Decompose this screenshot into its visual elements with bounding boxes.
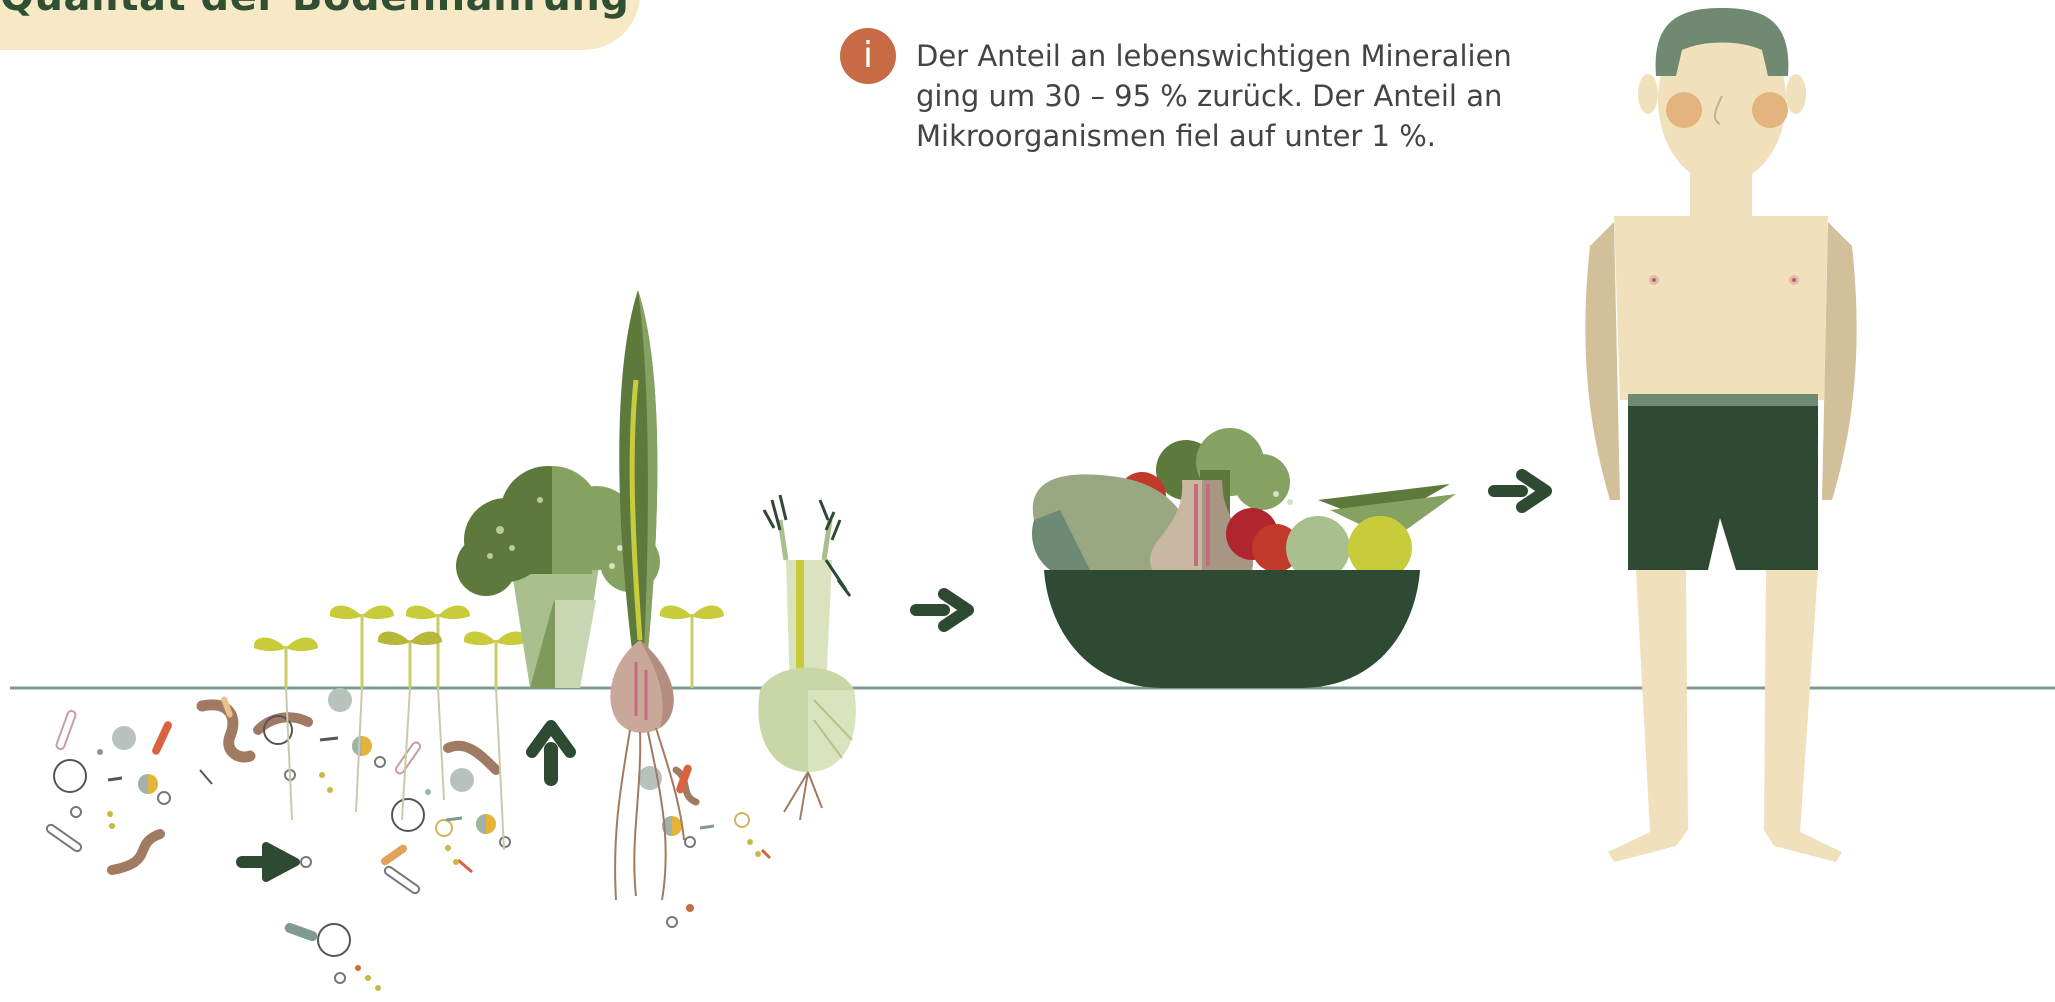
mineral-dot-icon bbox=[107, 811, 113, 817]
mineral-dot-icon bbox=[112, 726, 136, 750]
bacteria-icon bbox=[383, 865, 420, 894]
mineral-dot-icon bbox=[327, 787, 333, 793]
bacteria-icon bbox=[45, 823, 82, 852]
microbe-icon bbox=[158, 792, 170, 804]
human-figure-icon bbox=[1585, 8, 1856, 862]
mineral-dot-icon bbox=[138, 774, 158, 794]
microbe-icon bbox=[685, 837, 695, 847]
bacteria-icon bbox=[458, 860, 472, 872]
arrow-right-icon bbox=[1488, 475, 1546, 507]
seedling-icon bbox=[378, 631, 442, 820]
bacteria-icon bbox=[320, 738, 338, 740]
mineral-dot-icon bbox=[355, 965, 361, 971]
vegetable-bowl-icon bbox=[1032, 428, 1456, 688]
mineral-dot-icon bbox=[97, 749, 103, 755]
seedling-icon bbox=[464, 631, 528, 850]
microbe-icon bbox=[375, 757, 385, 767]
bacteria-icon bbox=[446, 818, 462, 820]
mineral-dot-icon bbox=[109, 823, 115, 829]
microbe-icon bbox=[318, 924, 350, 956]
fennel-icon bbox=[758, 495, 855, 820]
microbe-icon bbox=[301, 857, 311, 867]
microbe-icon bbox=[735, 813, 749, 827]
mineral-dot-icon bbox=[445, 845, 451, 851]
mineral-dot-icon bbox=[755, 851, 761, 857]
mineral-dot-icon bbox=[375, 985, 381, 991]
seedling-icon bbox=[660, 605, 724, 688]
mineral-dot-icon bbox=[328, 688, 352, 712]
mineral-dot-icon bbox=[453, 859, 459, 865]
worm-icon bbox=[112, 834, 160, 870]
bacteria-icon bbox=[700, 826, 714, 828]
bacteria-icon bbox=[762, 850, 770, 858]
bacteria-icon bbox=[200, 770, 212, 784]
microbe-icon bbox=[335, 973, 345, 983]
microbe-icon bbox=[667, 917, 677, 927]
mineral-dot-icon bbox=[747, 839, 753, 845]
bacteria-icon bbox=[55, 710, 76, 750]
arrow-up-icon bbox=[532, 726, 570, 786]
microbe-icon bbox=[54, 760, 86, 792]
mineral-dot-icon bbox=[450, 768, 474, 792]
bacteria-icon bbox=[379, 843, 408, 867]
bacteria-icon bbox=[283, 921, 318, 942]
bacteria-icon bbox=[151, 720, 173, 756]
microbe-icon bbox=[436, 820, 452, 836]
arrow-right-icon bbox=[236, 846, 296, 878]
mineral-dot-icon bbox=[425, 789, 431, 795]
microbe-icon bbox=[500, 837, 510, 847]
mineral-dot-icon bbox=[365, 975, 371, 981]
arrow-right-icon bbox=[910, 594, 968, 626]
microbe-icon bbox=[71, 807, 81, 817]
mineral-dot-icon bbox=[319, 772, 325, 778]
microbe-icon bbox=[392, 799, 424, 831]
mineral-dot-icon bbox=[352, 736, 372, 756]
mineral-dot-icon bbox=[686, 904, 694, 912]
bacteria-icon bbox=[108, 778, 122, 780]
worm-icon bbox=[448, 746, 496, 770]
onion-icon bbox=[610, 290, 684, 900]
bacteria-icon bbox=[394, 741, 421, 775]
mineral-dot-icon bbox=[476, 814, 496, 834]
